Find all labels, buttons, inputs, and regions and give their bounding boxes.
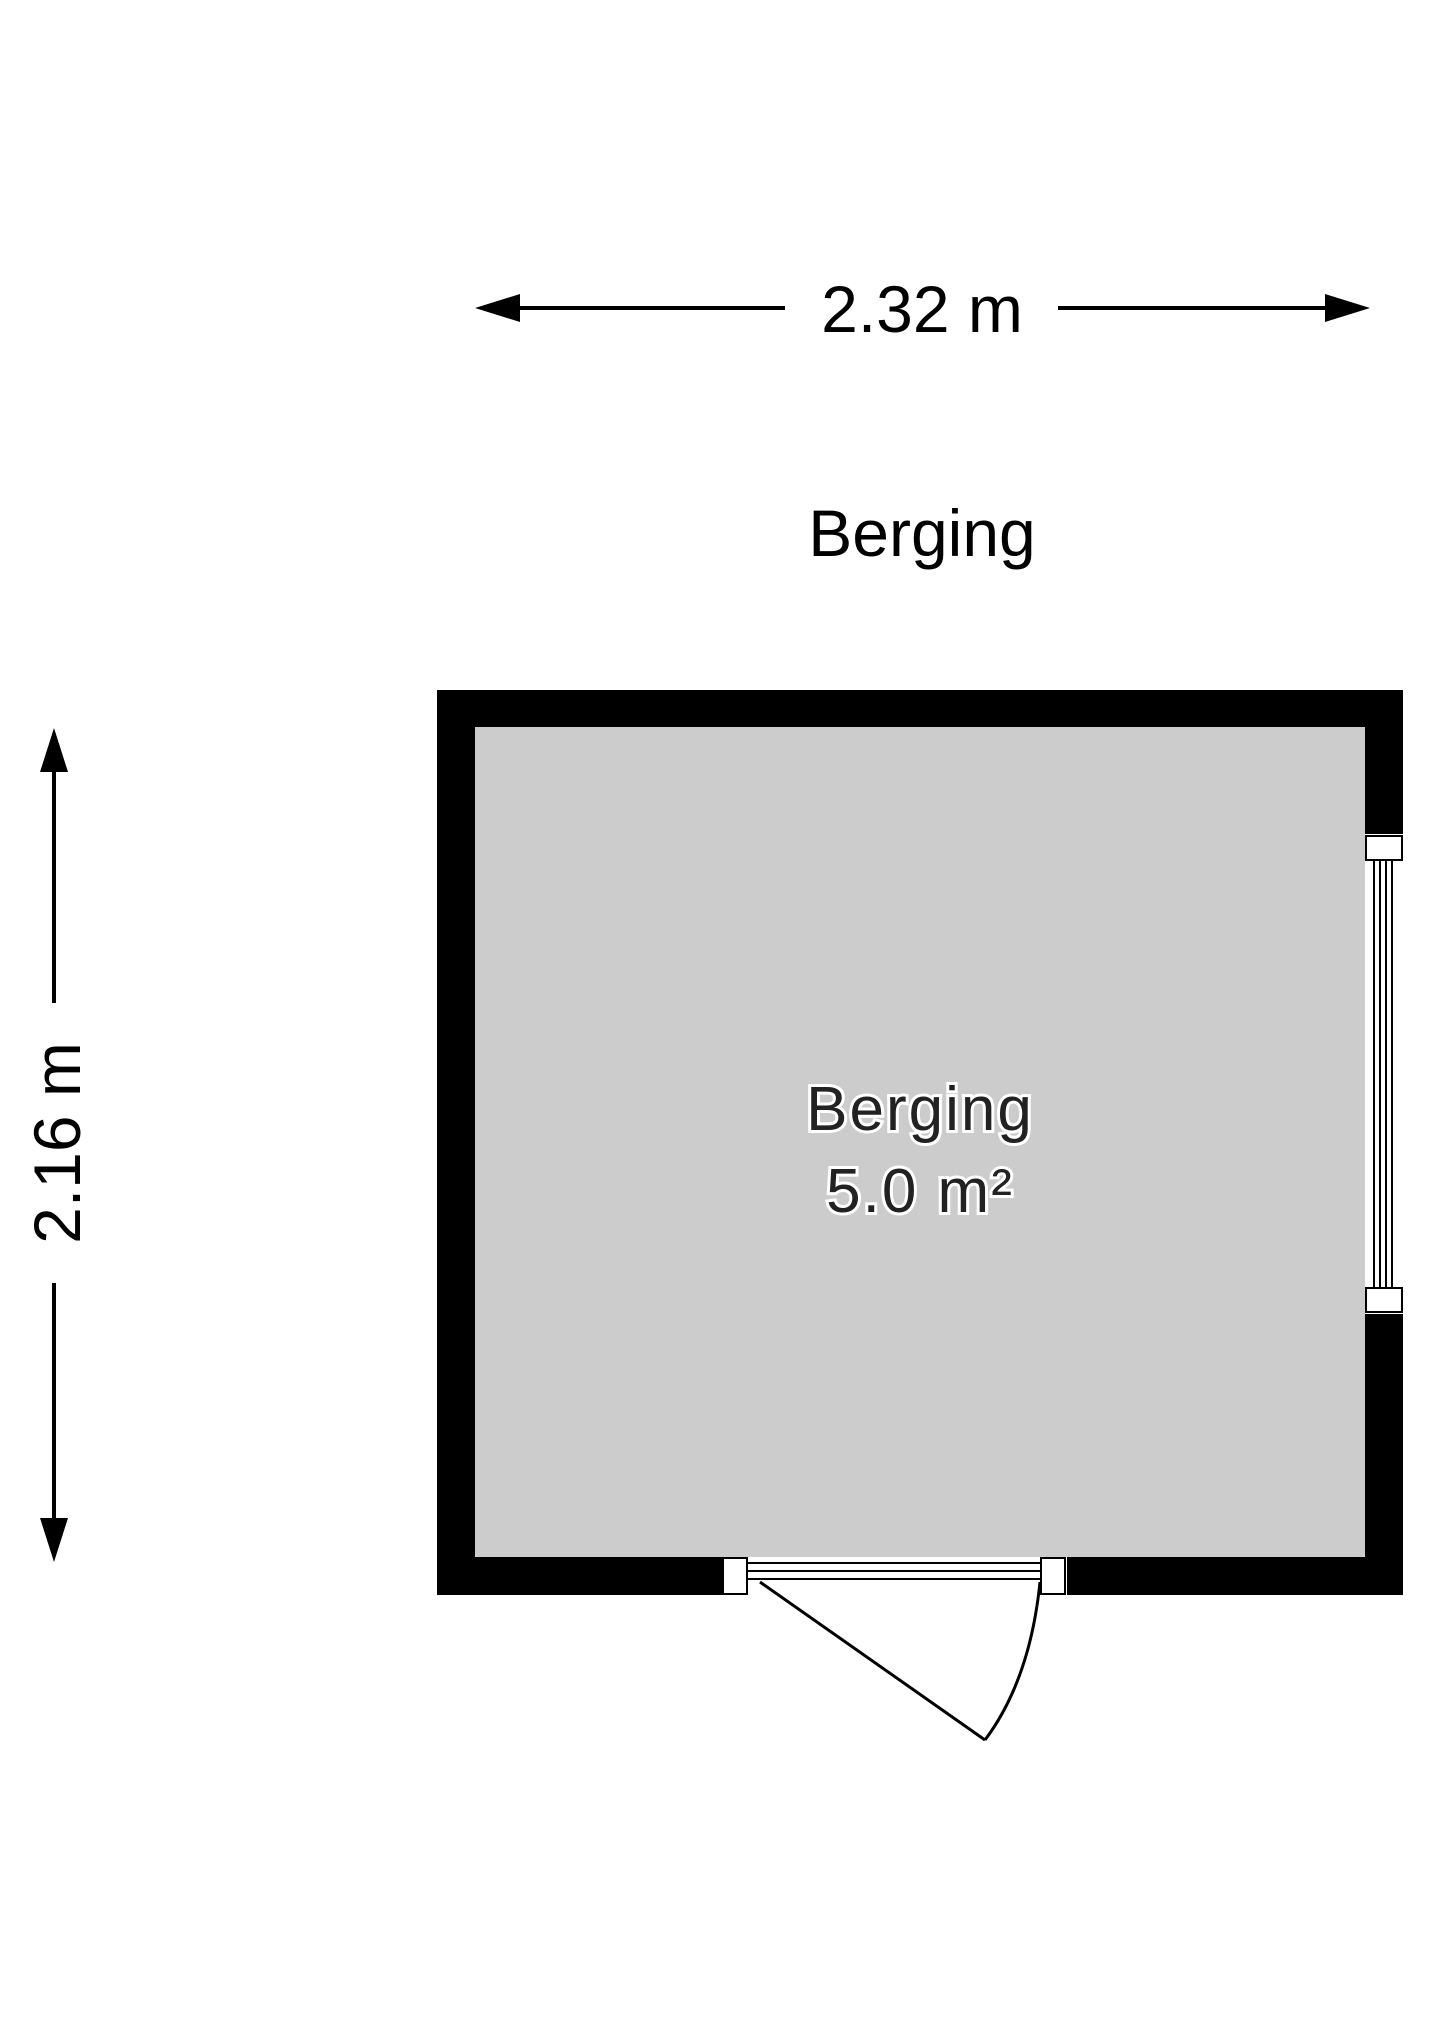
door-jamb-left [722,1557,748,1595]
room-area: 5.0 m² [826,1157,1014,1226]
height-dimension-label: 2.16 m [20,1042,94,1244]
door-leaf [759,1580,986,1742]
window-opening [1365,834,1403,1314]
arrow-left-icon [475,294,520,322]
arrow-up-icon [40,728,68,772]
door-swing-arc [983,1581,1042,1741]
room: Berging 5.0 m² [437,690,1403,1742]
arrow-down-icon [40,1518,68,1562]
plan-title: Berging [808,496,1036,570]
width-dimension-label: 2.32 m [821,272,1023,346]
room-name: Berging [806,1075,1034,1144]
window-frame-top [1365,835,1403,861]
arrow-right-icon [1325,294,1370,322]
window [1365,834,1403,1314]
door-jamb-right [1040,1557,1066,1595]
door [722,1557,1067,1742]
window-frame-bottom [1365,1287,1403,1313]
width-dimension: 2.32 m [475,272,1370,346]
height-dimension: 2.16 m [20,728,94,1562]
room-floor [475,727,1365,1557]
